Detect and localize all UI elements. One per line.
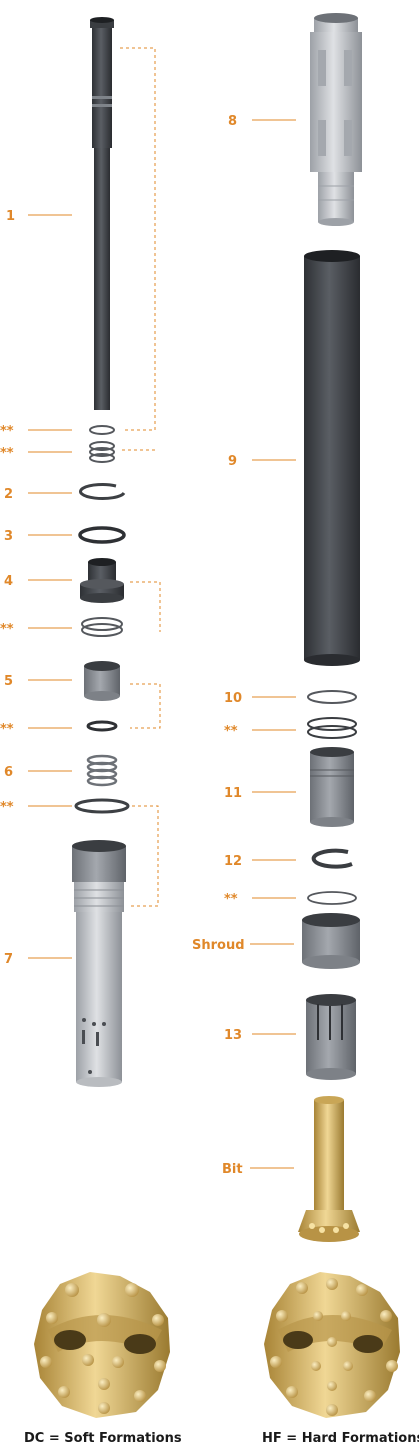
caption-hf: HF = Hard Formations bbox=[262, 1431, 419, 1446]
part-13-chuck bbox=[306, 994, 356, 1080]
o-ring-5 bbox=[86, 720, 118, 732]
label-4: 4 bbox=[4, 574, 13, 589]
part-10-ring bbox=[307, 690, 357, 704]
part-12-split-ring bbox=[311, 848, 353, 869]
label-13: 13 bbox=[224, 1028, 242, 1043]
bit-face-dc bbox=[34, 1272, 170, 1418]
label-5: 5 bbox=[4, 674, 13, 689]
label-shroud: Shroud bbox=[192, 938, 245, 953]
bit-face-hf bbox=[264, 1272, 400, 1418]
label-3: 3 bbox=[4, 529, 13, 544]
o-ring-12 bbox=[307, 891, 357, 905]
label-2: 2 bbox=[4, 487, 13, 502]
bracket-part-5 bbox=[130, 683, 161, 729]
coil-ring-10 bbox=[307, 717, 357, 739]
label-1: 1 bbox=[6, 209, 15, 224]
label-bit: Bit bbox=[222, 1162, 243, 1177]
label-star-6: ** bbox=[224, 724, 238, 739]
part-7-backhead bbox=[72, 840, 126, 1087]
bracket-part-1 bbox=[120, 47, 156, 431]
caption-dc: DC = Soft Formations bbox=[24, 1431, 182, 1446]
part-11-sleeve bbox=[310, 747, 354, 827]
label-star-3: ** bbox=[0, 622, 14, 637]
part-8-top-sub bbox=[310, 13, 362, 226]
part-9-outer-cylinder bbox=[304, 250, 360, 666]
part-4-collar bbox=[80, 558, 124, 603]
label-10: 10 bbox=[224, 691, 242, 706]
label-star-1: ** bbox=[0, 424, 14, 439]
label-11: 11 bbox=[224, 786, 242, 801]
part-6-spring bbox=[86, 754, 118, 787]
label-6: 6 bbox=[4, 765, 13, 780]
label-8: 8 bbox=[228, 114, 237, 129]
part-5-bushing bbox=[84, 661, 120, 701]
label-star-2: ** bbox=[0, 446, 14, 461]
drill-bit bbox=[298, 1096, 360, 1242]
part-3-ring bbox=[78, 526, 126, 544]
label-7: 7 bbox=[4, 952, 13, 967]
part-2-split-ring bbox=[79, 483, 126, 501]
o-ring-6 bbox=[74, 798, 130, 814]
bracket-part-4 bbox=[130, 581, 161, 632]
spring-coil-small bbox=[89, 441, 115, 463]
bracket-part-7 bbox=[130, 805, 159, 907]
label-12: 12 bbox=[224, 854, 242, 869]
label-star-4: ** bbox=[0, 722, 14, 737]
o-ring-small bbox=[89, 425, 115, 435]
label-9: 9 bbox=[228, 454, 237, 469]
label-star-7: ** bbox=[224, 892, 238, 907]
shroud bbox=[302, 913, 360, 969]
label-star-5: ** bbox=[0, 800, 14, 815]
part-1-feed-tube bbox=[90, 17, 114, 410]
coil-ring-4 bbox=[81, 617, 123, 637]
